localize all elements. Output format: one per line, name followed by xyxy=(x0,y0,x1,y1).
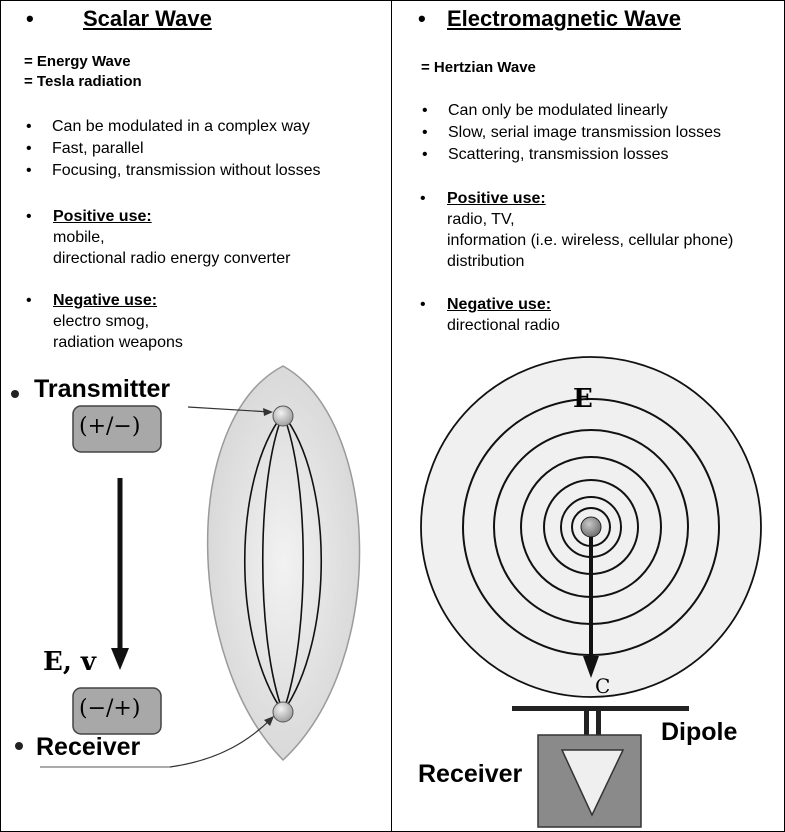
hertzian-wave-label: = Hertzian Wave xyxy=(421,59,536,76)
em-arrow-head xyxy=(583,656,599,678)
em-positive-use: • Positive use: radio, TV, information (… xyxy=(420,188,734,272)
em-receiver-label: Receiver xyxy=(418,760,523,788)
transmitter-bullet xyxy=(11,390,19,398)
scalar-positive-use: • Positive use: mobile, directional radi… xyxy=(26,206,291,269)
positive-use-line: distribution xyxy=(447,253,525,270)
scalar-field-outer xyxy=(206,365,361,762)
transmitter-pointer xyxy=(187,406,271,413)
positive-use-title: Positive use: xyxy=(53,208,152,225)
e-field-label: E xyxy=(573,384,593,414)
receiver-triangle-icon xyxy=(560,749,625,817)
e-v-label: E, v xyxy=(43,647,97,677)
scalar-field-diagram xyxy=(206,365,361,762)
dipole-label: Dipole xyxy=(661,718,738,746)
transmitter-node xyxy=(272,405,294,427)
tesla-radiation-label: = Tesla radiation xyxy=(24,73,142,90)
em-field-diagram xyxy=(420,356,762,698)
negative-use-title: Negative use: xyxy=(53,292,158,309)
bullet: • xyxy=(420,190,426,207)
scalar-negative-use: • Negative use: electro smog, radiation … xyxy=(26,290,183,353)
positive-use-line: radio, TV, xyxy=(447,211,515,228)
field-line-left-outer xyxy=(244,413,284,713)
dipole-bar xyxy=(512,706,689,711)
polarity-box-top xyxy=(72,405,162,453)
polarity-top-label: (+/−) xyxy=(79,414,141,439)
receiver-pointer-head xyxy=(264,716,274,726)
list-item: Can only be modulated linearly xyxy=(418,100,721,122)
field-line-left-inner xyxy=(261,413,284,713)
em-properties-list: Can only be modulated linearly Slow, ser… xyxy=(418,100,721,166)
dipole-receiver xyxy=(512,706,689,828)
negative-use-title: Negative use: xyxy=(447,296,552,313)
transmitter-label: Transmitter xyxy=(34,375,171,403)
polarity-box-bottom xyxy=(72,687,162,735)
positive-use-title: Positive use: xyxy=(447,190,546,207)
c-label: C xyxy=(595,674,611,698)
propagation-arrow-head xyxy=(111,648,129,670)
list-item: Slow, serial image transmission losses xyxy=(418,122,721,144)
energy-wave-label: = Energy Wave xyxy=(24,53,131,70)
em-negative-use: • Negative use: directional radio xyxy=(420,294,560,336)
dipole-feed-left xyxy=(584,711,589,737)
scalar-properties-list: Can be modulated in a complex way Fast, … xyxy=(22,116,321,182)
positive-use-line: directional radio energy converter xyxy=(53,250,291,267)
scalar-wave-title: Scalar Wave xyxy=(83,6,212,31)
bullet: • xyxy=(26,208,32,225)
list-item: Can be modulated in a complex way xyxy=(22,116,321,138)
bullet: • xyxy=(420,296,426,313)
receiver-node xyxy=(272,701,294,723)
em-wave-title: Electromagnetic Wave xyxy=(447,6,681,31)
field-line-right-inner xyxy=(282,413,305,713)
negative-use-line: electro smog, xyxy=(53,313,150,330)
negative-use-line: radiation weapons xyxy=(53,334,183,351)
receiver-pointer xyxy=(169,717,273,768)
positive-use-line: information (i.e. wireless, cellular pho… xyxy=(447,232,734,249)
em-source-core xyxy=(580,516,602,538)
list-item: Fast, parallel xyxy=(22,138,321,160)
transmitter-pointer-head xyxy=(263,408,273,416)
negative-use-line: directional radio xyxy=(447,317,560,334)
column-divider xyxy=(391,0,392,832)
positive-use-line: mobile, xyxy=(53,229,105,246)
title-bullet: • xyxy=(418,6,426,31)
list-item: Focusing, transmission without losses xyxy=(22,160,321,182)
dipole-feed-right xyxy=(596,711,601,737)
receiver-bullet xyxy=(15,742,23,750)
title-bullet: • xyxy=(26,6,34,31)
receiver-label: Receiver xyxy=(36,733,141,761)
polarity-bottom-label: (−/+) xyxy=(79,696,141,721)
bullet: • xyxy=(26,292,32,309)
field-line-right-outer xyxy=(282,413,322,713)
list-item: Scattering, transmission losses xyxy=(418,144,721,166)
